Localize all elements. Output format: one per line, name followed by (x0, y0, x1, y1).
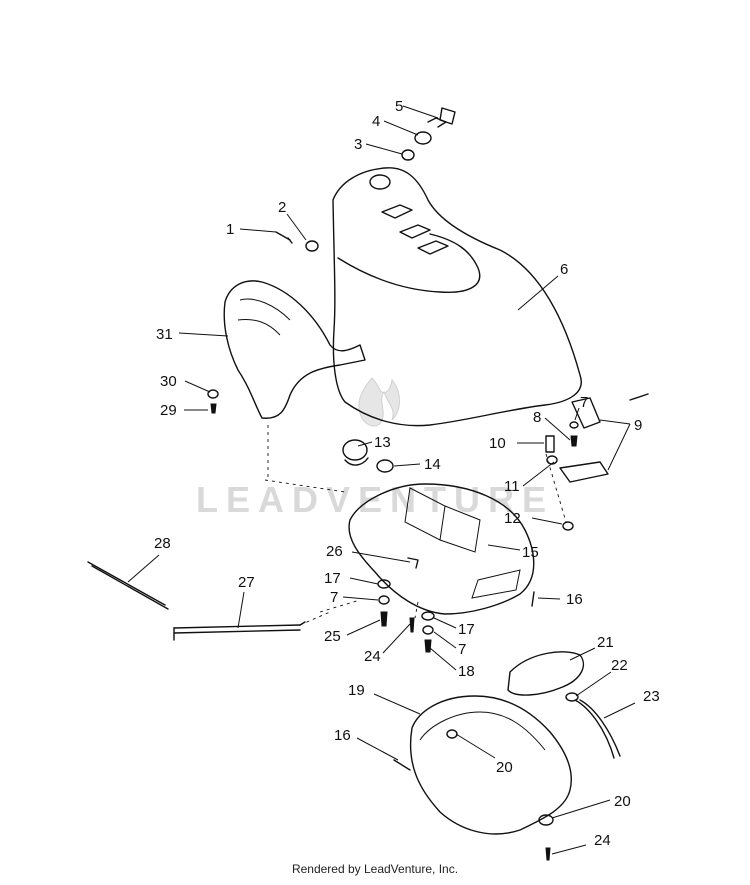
callout-23: 23 (643, 688, 660, 705)
clip-part-26 (407, 557, 419, 569)
callout-7-left: 7 (330, 589, 338, 606)
filler-neck-part-13 (342, 439, 369, 466)
callout-14: 14 (424, 456, 441, 473)
callout-18: 18 (458, 663, 475, 680)
callout-29: 29 (160, 402, 177, 419)
assembly-lines (264, 425, 567, 626)
screw-part-16-right (531, 591, 535, 607)
screw-part-1 (275, 231, 293, 244)
callout-8: 8 (533, 409, 541, 426)
bracket-hardware-right (545, 393, 649, 531)
callout-12: 12 (504, 510, 521, 527)
callout-28: 28 (154, 535, 171, 552)
rod-part-27 (173, 621, 306, 641)
callout-20-outer: 20 (614, 793, 631, 810)
callout-20-inner: 20 (496, 759, 513, 776)
vent-tube-parts (565, 692, 621, 759)
strap-part-28 (87, 561, 169, 610)
callout-21: 21 (597, 634, 614, 651)
battery-tray-part-19 (409, 695, 572, 835)
seat-part (332, 167, 582, 427)
callout-labels: 1 2 3 4 5 6 7 7 7 8 9 10 11 12 13 14 15 … (154, 98, 660, 849)
callout-10: 10 (489, 435, 506, 452)
callout-17-right: 17 (458, 621, 475, 638)
callout-16-right: 16 (566, 591, 583, 608)
bolt-part-29 (210, 403, 217, 414)
battery-cover-part-21 (507, 651, 585, 696)
grommet-part-2 (305, 240, 319, 252)
callout-24-mid: 24 (364, 648, 381, 665)
callout-15: 15 (522, 544, 539, 561)
callout-7-center: 7 (458, 641, 466, 658)
screw-part-16-left (393, 759, 411, 771)
callout-31: 31 (156, 326, 173, 343)
callout-2: 2 (278, 199, 286, 216)
callout-26: 26 (326, 543, 343, 560)
leader-lines (127, 105, 636, 855)
callout-13: 13 (374, 434, 391, 451)
callout-25: 25 (324, 628, 341, 645)
callout-19: 19 (348, 682, 365, 699)
callout-16-left: 16 (334, 727, 351, 744)
callout-4: 4 (372, 113, 380, 130)
callout-11: 11 (504, 478, 520, 495)
fuel-cap-parts (401, 107, 456, 161)
callout-30: 30 (160, 373, 177, 390)
hose-part-14 (376, 459, 394, 473)
callout-5: 5 (395, 98, 403, 115)
callout-22: 22 (611, 657, 628, 674)
nut-part-30 (207, 389, 219, 399)
callout-1: 1 (226, 221, 234, 238)
watermark-text: LEADVENTURE (196, 479, 554, 520)
hardware-center (409, 611, 435, 653)
seat-bracket-part (223, 280, 366, 419)
callout-24-bottom: 24 (594, 832, 611, 849)
callout-17-left: 17 (324, 570, 341, 587)
callout-9: 9 (634, 417, 642, 434)
callout-27: 27 (238, 574, 255, 591)
callout-3: 3 (354, 136, 362, 153)
flame-logo-icon (358, 377, 400, 427)
fuel-tank-part (348, 483, 535, 615)
footer-credit: Rendered by LeadVenture, Inc. (291, 862, 459, 876)
callout-7-top: 7 (580, 394, 588, 411)
screw-part-24-bottom (545, 847, 551, 861)
callout-6: 6 (560, 261, 568, 278)
hardware-left (377, 579, 391, 627)
